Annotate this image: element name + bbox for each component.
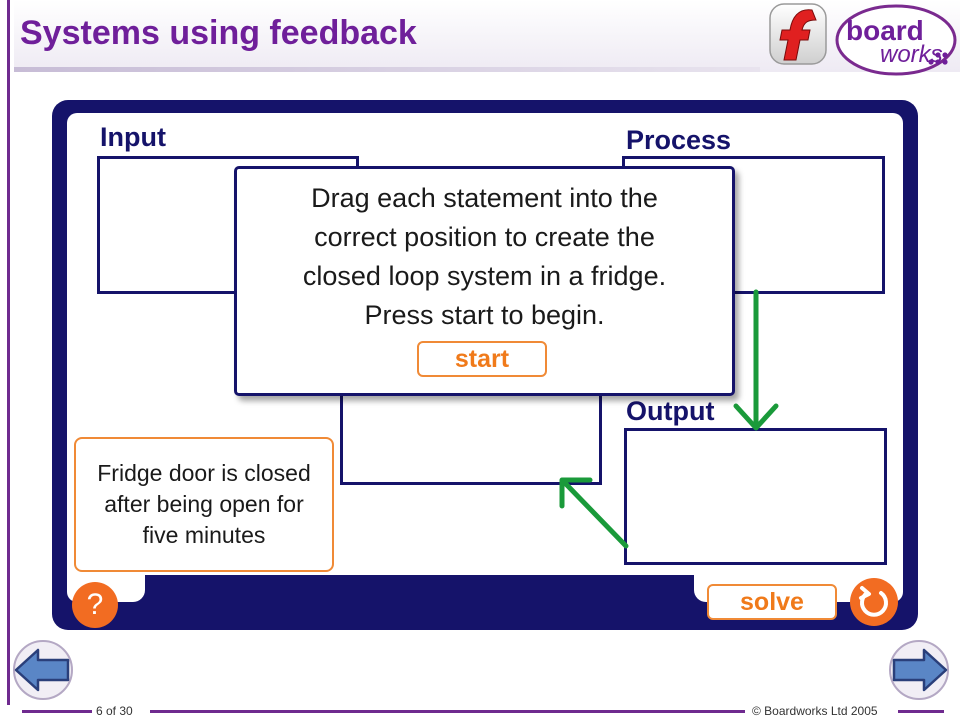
- start-button[interactable]: start: [417, 341, 547, 377]
- process-label: Process: [626, 125, 732, 155]
- header-underline: [14, 67, 760, 72]
- left-rule: [7, 0, 10, 705]
- output-to-feedback-arrow: [561, 479, 629, 549]
- statement-text: Fridge door is closed after being open f…: [97, 460, 311, 548]
- help-button[interactable]: ?: [72, 582, 118, 628]
- reset-button[interactable]: [850, 578, 898, 626]
- footer-rule-middle: [150, 710, 745, 713]
- instructions-text: Drag each statement into the correct pos…: [302, 183, 667, 330]
- flash-logo-icon: [769, 3, 827, 65]
- instructions-dialog: Drag each statement into the correct pos…: [234, 166, 735, 396]
- question-icon: ?: [86, 588, 104, 621]
- process-to-output-arrowhead: [733, 403, 779, 431]
- footer-rule-left: [22, 710, 92, 713]
- output-label: Output: [626, 396, 715, 426]
- boardworks-logo: board works: [835, 4, 957, 76]
- forward-arrow-icon[interactable]: [884, 638, 954, 702]
- reset-icon: [859, 586, 888, 617]
- back-arrow-icon[interactable]: [8, 638, 78, 702]
- statement-card[interactable]: Fridge door is closed after being open f…: [74, 437, 334, 572]
- page-number: 6 of 30: [96, 704, 133, 718]
- solve-button[interactable]: solve: [707, 584, 837, 620]
- output-to-feedback-arrowhead: [559, 477, 593, 509]
- svg-text:board: board: [846, 15, 924, 46]
- copyright: © Boardworks Ltd 2005: [752, 704, 878, 718]
- footer-rule-right: [898, 710, 944, 713]
- slide-title: Systems using feedback: [20, 14, 417, 52]
- input-label: Input: [100, 122, 166, 152]
- flow-arrows: [559, 289, 779, 549]
- svg-text:works: works: [880, 41, 943, 68]
